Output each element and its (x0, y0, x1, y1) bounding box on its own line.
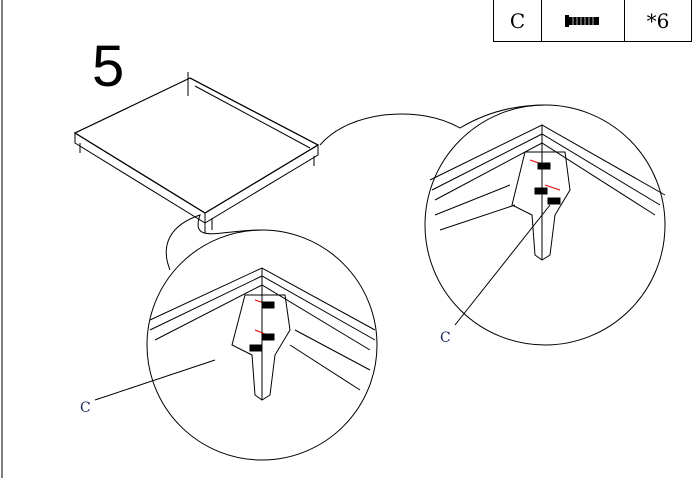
part-quantity: *6 (646, 8, 670, 33)
parts-table: C *6 (493, 0, 692, 42)
step-number: 5 (92, 34, 125, 99)
detail-circle-right (424, 104, 666, 346)
corner-detail-left (94, 267, 376, 401)
callout-label-left: C (80, 400, 91, 416)
detail-circle-left (146, 229, 378, 461)
callout-tail-right (319, 104, 546, 146)
bed-frame-overview (73, 72, 320, 233)
corner-detail-right (429, 124, 666, 326)
screw-icon (542, 0, 625, 41)
callout-label-right: C (440, 330, 451, 346)
part-letter: C (494, 0, 542, 41)
callout-tail-left (165, 214, 263, 271)
